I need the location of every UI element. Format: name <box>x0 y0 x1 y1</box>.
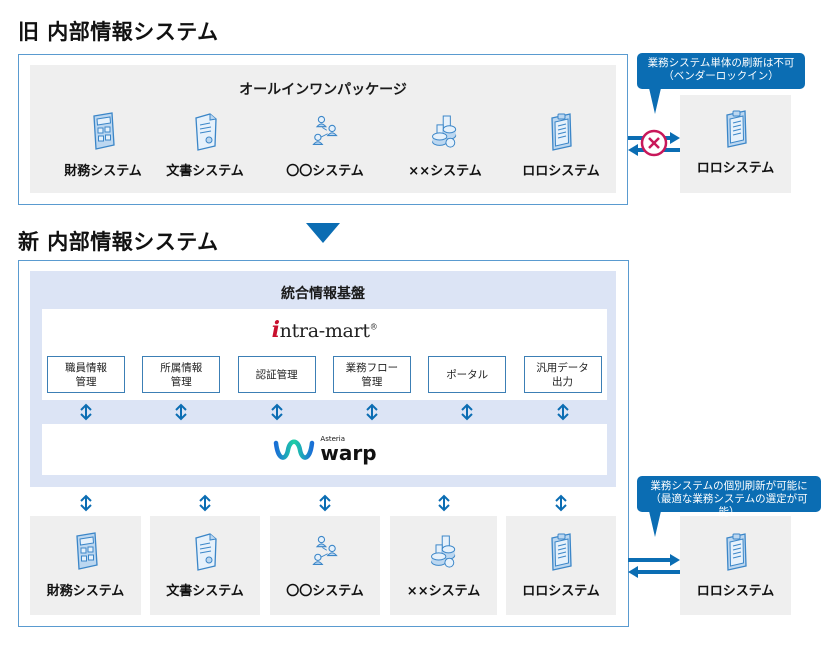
old-system-item: 文書システム <box>150 112 260 179</box>
calculator-icon <box>70 532 102 572</box>
bidirectional-arrow-icon <box>174 403 188 421</box>
calculator-icon <box>87 112 119 152</box>
intra-mart-panel: intra-mart® <box>42 309 607 400</box>
down-triangle-icon <box>306 223 340 243</box>
warp-wave-icon <box>274 439 315 460</box>
system-label: 文書システム <box>166 584 244 599</box>
system-label: 財務システム <box>46 584 125 599</box>
clipboard-icon <box>721 532 751 572</box>
logo-i: i <box>271 317 280 343</box>
system-label: ××システム <box>408 164 482 179</box>
new-system-box: ××システム <box>390 516 497 615</box>
clipboard-icon <box>545 112 577 152</box>
people-network-icon <box>309 112 341 152</box>
document-icon <box>189 532 221 572</box>
bidirectional-arrow-icon <box>79 494 93 512</box>
bidirectional-arrow-icon <box>79 403 93 421</box>
clipboard-icon <box>721 109 751 149</box>
system-label: ロロシステム <box>522 164 600 179</box>
system-label: 〇〇システム <box>286 164 364 179</box>
bidirectional-arrow-icon <box>270 403 284 421</box>
clipboard-icon <box>545 532 577 572</box>
system-label: 文書システム <box>166 164 244 179</box>
new-system-heading: 新 内部情報システム <box>18 230 219 254</box>
old-system-item: ××システム <box>390 112 500 179</box>
callout-tail <box>649 88 661 114</box>
new-system-box: 〇〇システム <box>270 516 380 615</box>
new-system-box: ロロシステム <box>506 516 616 615</box>
system-label: ロロシステム <box>696 584 775 599</box>
individual-renewal-callout: 業務システムの個別刷新が可能に （最適な業務システムの選定が可能） <box>637 476 821 518</box>
asteria-warp-logo: Asteria warp <box>42 424 607 475</box>
old-system-heading: 旧 内部情報システム <box>18 20 219 44</box>
module-box: ポータル <box>428 356 507 393</box>
module-box: 職員情報 管理 <box>47 356 125 393</box>
old-system-item: ロロシステム <box>506 112 616 179</box>
module-box: 所属情報 管理 <box>142 356 221 393</box>
system-label: 〇〇システム <box>286 584 364 599</box>
bidirectional-arrow-icon <box>556 403 570 421</box>
exchange-arrows <box>628 554 680 578</box>
bidirectional-arrow-icon <box>460 403 474 421</box>
package-title: オールインワンパッケージ <box>239 82 407 98</box>
bidirectional-arrow-icon <box>365 403 379 421</box>
bidirectional-arrow-icon <box>437 494 451 512</box>
module-box: 汎用データ 出力 <box>523 356 602 393</box>
system-label: ロロシステム <box>522 584 600 599</box>
old-system-item: 〇〇システム <box>270 112 380 179</box>
blocked-x-icon <box>640 129 668 157</box>
callout-tail <box>649 511 661 537</box>
bidirectional-arrow-icon <box>318 494 332 512</box>
old-external-system-box: ロロシステム <box>680 95 791 193</box>
module-box: 認証管理 <box>237 356 316 393</box>
old-system-item: 財務システム <box>48 112 158 179</box>
intra-mart-logo: intra-mart® <box>42 317 607 343</box>
system-label: ××システム <box>406 584 481 599</box>
coins-icon <box>428 532 460 572</box>
vendor-lockin-callout: 業務システム単体の刷新は不可 （ベンダーロックイン） <box>637 53 805 89</box>
logo-text: ntra-mart <box>279 320 370 342</box>
asteria-warp-panel: Asteria warp <box>42 424 607 475</box>
system-label: 財務システム <box>64 164 142 179</box>
warp-brand-text: Asteria <box>320 435 346 443</box>
bidirectional-arrow-icon <box>198 494 212 512</box>
new-system-box: 文書システム <box>150 516 260 615</box>
bidirectional-arrow-icon <box>554 494 568 512</box>
new-system-box: 財務システム <box>30 516 141 615</box>
platform-title: 統合情報基盤 <box>281 286 365 302</box>
module-box: 業務フロー 管理 <box>332 356 411 393</box>
document-icon <box>189 112 221 152</box>
coins-icon <box>429 112 461 152</box>
people-network-icon <box>309 532 341 572</box>
system-label: ロロシステム <box>696 161 775 176</box>
new-external-system-box: ロロシステム <box>680 516 791 615</box>
logo-registered-mark: ® <box>369 322 378 332</box>
warp-name-text: warp <box>320 441 377 465</box>
all-in-one-package-panel: オールインワンパッケージ <box>30 65 616 193</box>
